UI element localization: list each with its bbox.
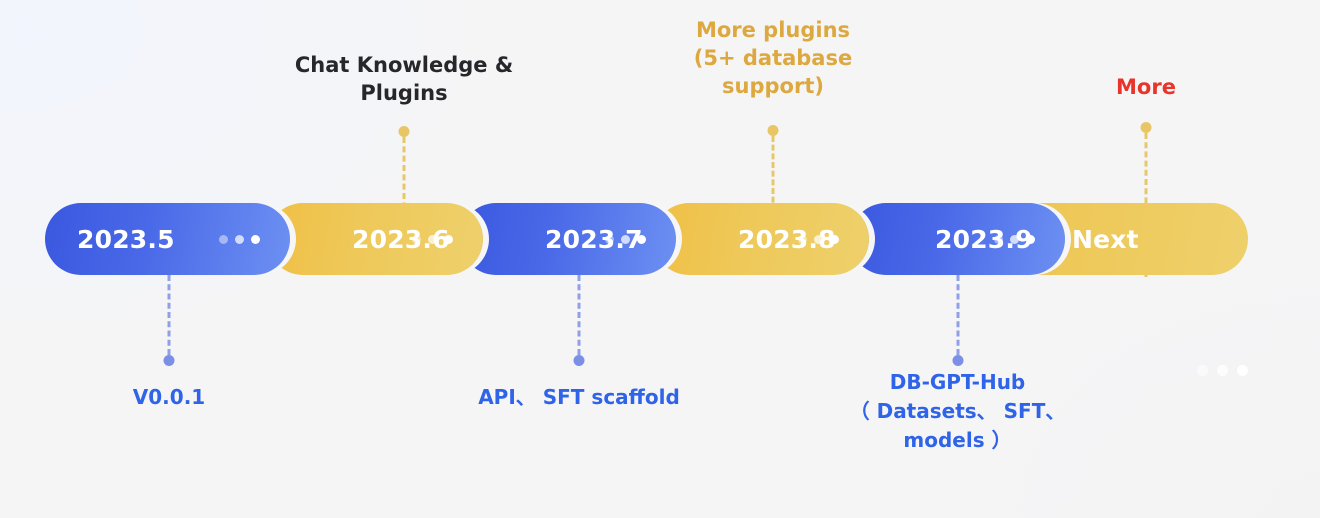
- timeline-segment-2023-5[interactable]: 2023.5: [45, 203, 290, 275]
- callout-below-label-0: V0.0.1: [132, 385, 206, 409]
- callout-node-dot-3: [163, 355, 175, 366]
- connector-line-4: [577, 275, 581, 355]
- connector-line-3: [167, 275, 171, 355]
- callout-above-more-plugins: More plugins (5+ database support): [663, 17, 883, 220]
- callout-above-chat-knowledge-plugins: Chat Knowledge & Plugins: [254, 52, 554, 255]
- connector-line-5: [956, 275, 959, 355]
- connector-line-1: [771, 136, 775, 220]
- timeline-segment-dots-2: [605, 234, 646, 244]
- timeline-segment-2023-9[interactable]: 2023.9: [850, 203, 1065, 275]
- callout-node-dot-2: [1140, 122, 1152, 133]
- timeline-segment-2023-8[interactable]: 2023.8: [653, 203, 869, 275]
- callout-above-label-2: More: [1116, 75, 1176, 99]
- timeline-segment-2023-7[interactable]: 2023.7: [460, 203, 676, 275]
- timeline-segment-label-0: 2023.5: [77, 224, 175, 254]
- callout-node-dot-0: [398, 126, 410, 137]
- timeline-segment-dots-3: [798, 234, 839, 244]
- callout-below-v001: V0.0.1: [79, 275, 259, 412]
- callout-below-label-1: API、 SFT scaffold: [478, 385, 680, 409]
- timeline-segment-dots-0: [219, 234, 260, 244]
- timeline-segment-label-5: Next: [1072, 224, 1139, 254]
- timeline-bar: Next 2023.9 2023.8 2023.7 2023.6: [45, 203, 1248, 275]
- callout-below-db-gpt-hub: DB-GPT-Hub （ Datasets、 SFT、 models ）: [845, 275, 1070, 456]
- timeline-segment-2023-6[interactable]: 2023.6: [267, 203, 483, 275]
- connector-line-0: [402, 137, 406, 255]
- timeline-segment-dots-1: [412, 234, 453, 244]
- callout-below-label-2: DB-GPT-Hub （ Datasets、 SFT、 models ）: [849, 370, 1066, 453]
- callout-above-label-1: More plugins (5+ database support): [693, 18, 853, 98]
- callout-above-label-0: Chat Knowledge & Plugins: [294, 53, 514, 105]
- decorative-corner-dots: [1197, 365, 1248, 376]
- timeline-segment-dots-4: [994, 234, 1035, 244]
- callout-node-dot-1: [767, 125, 779, 136]
- callout-node-dot-5: [952, 355, 963, 366]
- callout-below-api-sft-scaffold: API、 SFT scaffold: [459, 275, 699, 412]
- callout-above-more: More: [1076, 74, 1216, 277]
- callout-node-dot-4: [573, 355, 585, 366]
